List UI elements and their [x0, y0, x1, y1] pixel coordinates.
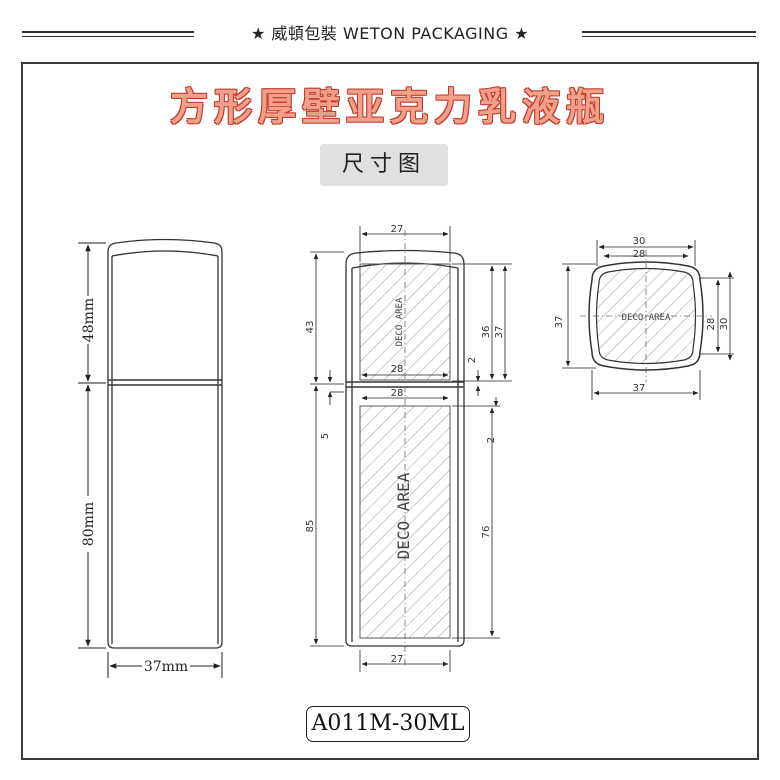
- model-number: A011M-30ML: [306, 706, 470, 742]
- brand-header: ★ 威頓包裝 WETON PACKAGING ★: [250, 24, 530, 43]
- top-view: [580, 250, 712, 382]
- top-dimensions: [562, 240, 734, 400]
- top-outer-width: 30: [633, 236, 646, 247]
- mid-cap-height: 43: [305, 321, 316, 334]
- left-cap-inner-curve: [111, 250, 219, 257]
- header-rule-right: [582, 31, 756, 33]
- top-bottom-width: 37: [633, 383, 646, 394]
- mid-body-deco-height: 76: [481, 526, 492, 539]
- top-inner-width: 28: [633, 249, 646, 260]
- top-left-depth: 37: [554, 316, 565, 329]
- middle-dimensions: [310, 226, 512, 672]
- left-bottle-view: [107, 238, 223, 649]
- mid-cap-gap: 2: [467, 357, 478, 363]
- mid-cap-deco-h2: 37: [494, 326, 505, 339]
- drawing-frame: [21, 62, 759, 760]
- header-rule-left-thin: [22, 36, 194, 37]
- page-title: 方形厚壁亚克力乳液瓶: [169, 84, 610, 129]
- left-cap-height: 48mm: [81, 298, 97, 342]
- header-rule-left: [22, 31, 194, 33]
- left-bottle-outline: [107, 238, 223, 649]
- left-dimensions: [78, 242, 223, 678]
- mid-bottom-width: 27: [391, 654, 404, 665]
- cap-deco-label: DECO AREA: [395, 297, 405, 346]
- top-right-outer: 30: [719, 318, 730, 331]
- left-width: 37mm: [144, 659, 188, 675]
- header-rule-right-thin: [582, 36, 756, 37]
- mid-cap-deco-width: 28: [391, 364, 404, 375]
- mid-gap: 5: [320, 433, 331, 439]
- body-deco-label: DECO AREA: [394, 472, 413, 559]
- mid-cap-deco-h1: 36: [481, 326, 492, 339]
- top-right-inner: 28: [706, 318, 717, 331]
- mid-body-deco-width: 28: [391, 388, 404, 399]
- middle-bottle-view: [345, 249, 465, 647]
- mid-body-gap: 2: [486, 437, 497, 443]
- left-body-height: 80mm: [81, 502, 97, 546]
- mid-body-height: 85: [305, 520, 316, 533]
- section-label: 尺寸图: [320, 144, 448, 186]
- top-deco-label: DECO AREA: [622, 313, 671, 323]
- mid-top-width: 27: [391, 224, 404, 235]
